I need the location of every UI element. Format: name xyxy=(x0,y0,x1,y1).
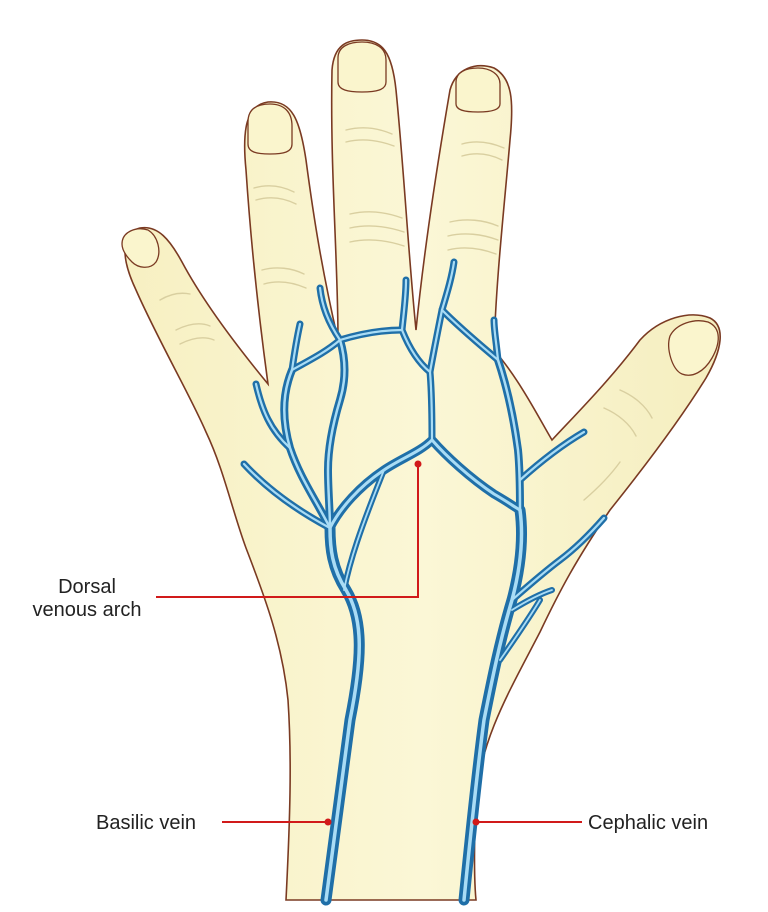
middle-finger-nail xyxy=(337,41,387,93)
knuckle-creases xyxy=(159,127,653,501)
dorsal-arch-leader xyxy=(156,464,419,598)
index-finger-nail xyxy=(455,67,501,113)
dorsal-arch-label-line2: venous arch xyxy=(32,599,142,621)
ring-finger-nail xyxy=(247,103,293,155)
fingernails xyxy=(121,41,719,376)
cephalic-vein-label: Cephalic vein xyxy=(588,812,709,834)
leader-markers xyxy=(324,460,480,826)
vein-highlights xyxy=(242,260,606,902)
thumb-nail xyxy=(668,320,719,376)
basilic-vein-label: Basilic vein xyxy=(96,812,197,834)
hand-outline xyxy=(124,39,721,901)
veins xyxy=(240,258,608,906)
cephalic-marker xyxy=(472,818,480,826)
leader-lines xyxy=(156,464,582,823)
dorsal-venous-arch-label: Dorsal venous arch xyxy=(12,576,162,622)
dorsal-arch-marker xyxy=(414,460,422,468)
little-finger-nail xyxy=(121,228,160,268)
basilic-marker xyxy=(324,818,332,826)
dorsal-arch-label-line1: Dorsal xyxy=(58,576,116,598)
